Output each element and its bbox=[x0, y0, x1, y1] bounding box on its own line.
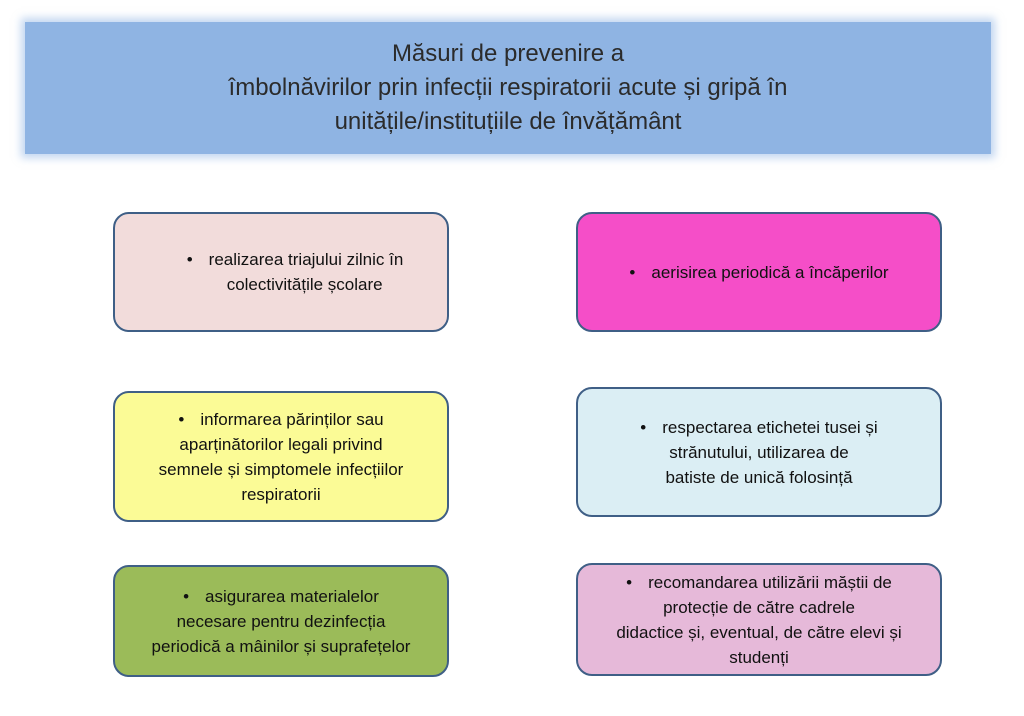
measure-line: studenți bbox=[729, 647, 789, 667]
title-line-2: îmbolnăvirilor prin infecții respiratori… bbox=[228, 74, 788, 101]
measure-box-disinfection: •asigurarea materialelor necesare pentru… bbox=[113, 565, 449, 677]
title-banner: Măsuri de prevenire a îmbolnăvirilor pri… bbox=[25, 22, 991, 154]
title-line-1: Măsuri de prevenire a bbox=[391, 40, 625, 67]
bullet-icon: • bbox=[629, 262, 636, 282]
title-line-3: unitățile/instituțiile de învățământ bbox=[334, 108, 682, 135]
measure-line: colectivitățile școlare bbox=[226, 275, 383, 294]
bullet-icon: • bbox=[640, 417, 647, 437]
measure-box-ventilation: •aerisirea periodică a încăperilor bbox=[576, 212, 942, 332]
measure-line: respiratorii bbox=[241, 484, 321, 504]
measure-line: aparținătorilor legali privind bbox=[179, 434, 383, 454]
measure-box-cough-etiquette: •respectarea etichetei tusei și strănutu… bbox=[576, 387, 942, 517]
measure-line: •realizarea triajului zilnic în bbox=[159, 247, 404, 272]
bullet-icon: • bbox=[183, 586, 190, 606]
measure-line: •aerisirea periodică a încăperilor bbox=[629, 260, 888, 285]
measure-line: semnele și simptomele infecțiilor bbox=[158, 459, 404, 479]
measure-line: •respectarea etichetei tusei și bbox=[640, 415, 877, 440]
measure-line: necesare pentru dezinfecția bbox=[176, 611, 386, 631]
measure-line: batiste de unică folosință bbox=[665, 467, 853, 487]
measure-line: periodică a mâinilor și suprafețelor bbox=[151, 636, 411, 656]
bullet-icon: • bbox=[626, 572, 633, 592]
measure-line: •informarea părinților sau bbox=[159, 407, 404, 432]
measure-box-masks: •recomandarea utilizării măștii de prote… bbox=[576, 563, 942, 676]
measure-box-triage: •realizarea triajului zilnic în colectiv… bbox=[113, 212, 449, 332]
measure-line: •recomandarea utilizării măștii de bbox=[616, 570, 901, 595]
measure-line: didactice și, eventual, de către elevi ș… bbox=[616, 622, 902, 642]
bullet-icon: • bbox=[178, 409, 185, 429]
measure-line: •asigurarea materialelor bbox=[152, 584, 411, 609]
measure-box-parent-info: •informarea părinților sau aparținătoril… bbox=[113, 391, 449, 522]
measure-line: strănutului, utilizarea de bbox=[669, 442, 849, 462]
measure-line: protecție de către cadrele bbox=[663, 597, 855, 617]
bullet-icon: • bbox=[186, 250, 193, 269]
